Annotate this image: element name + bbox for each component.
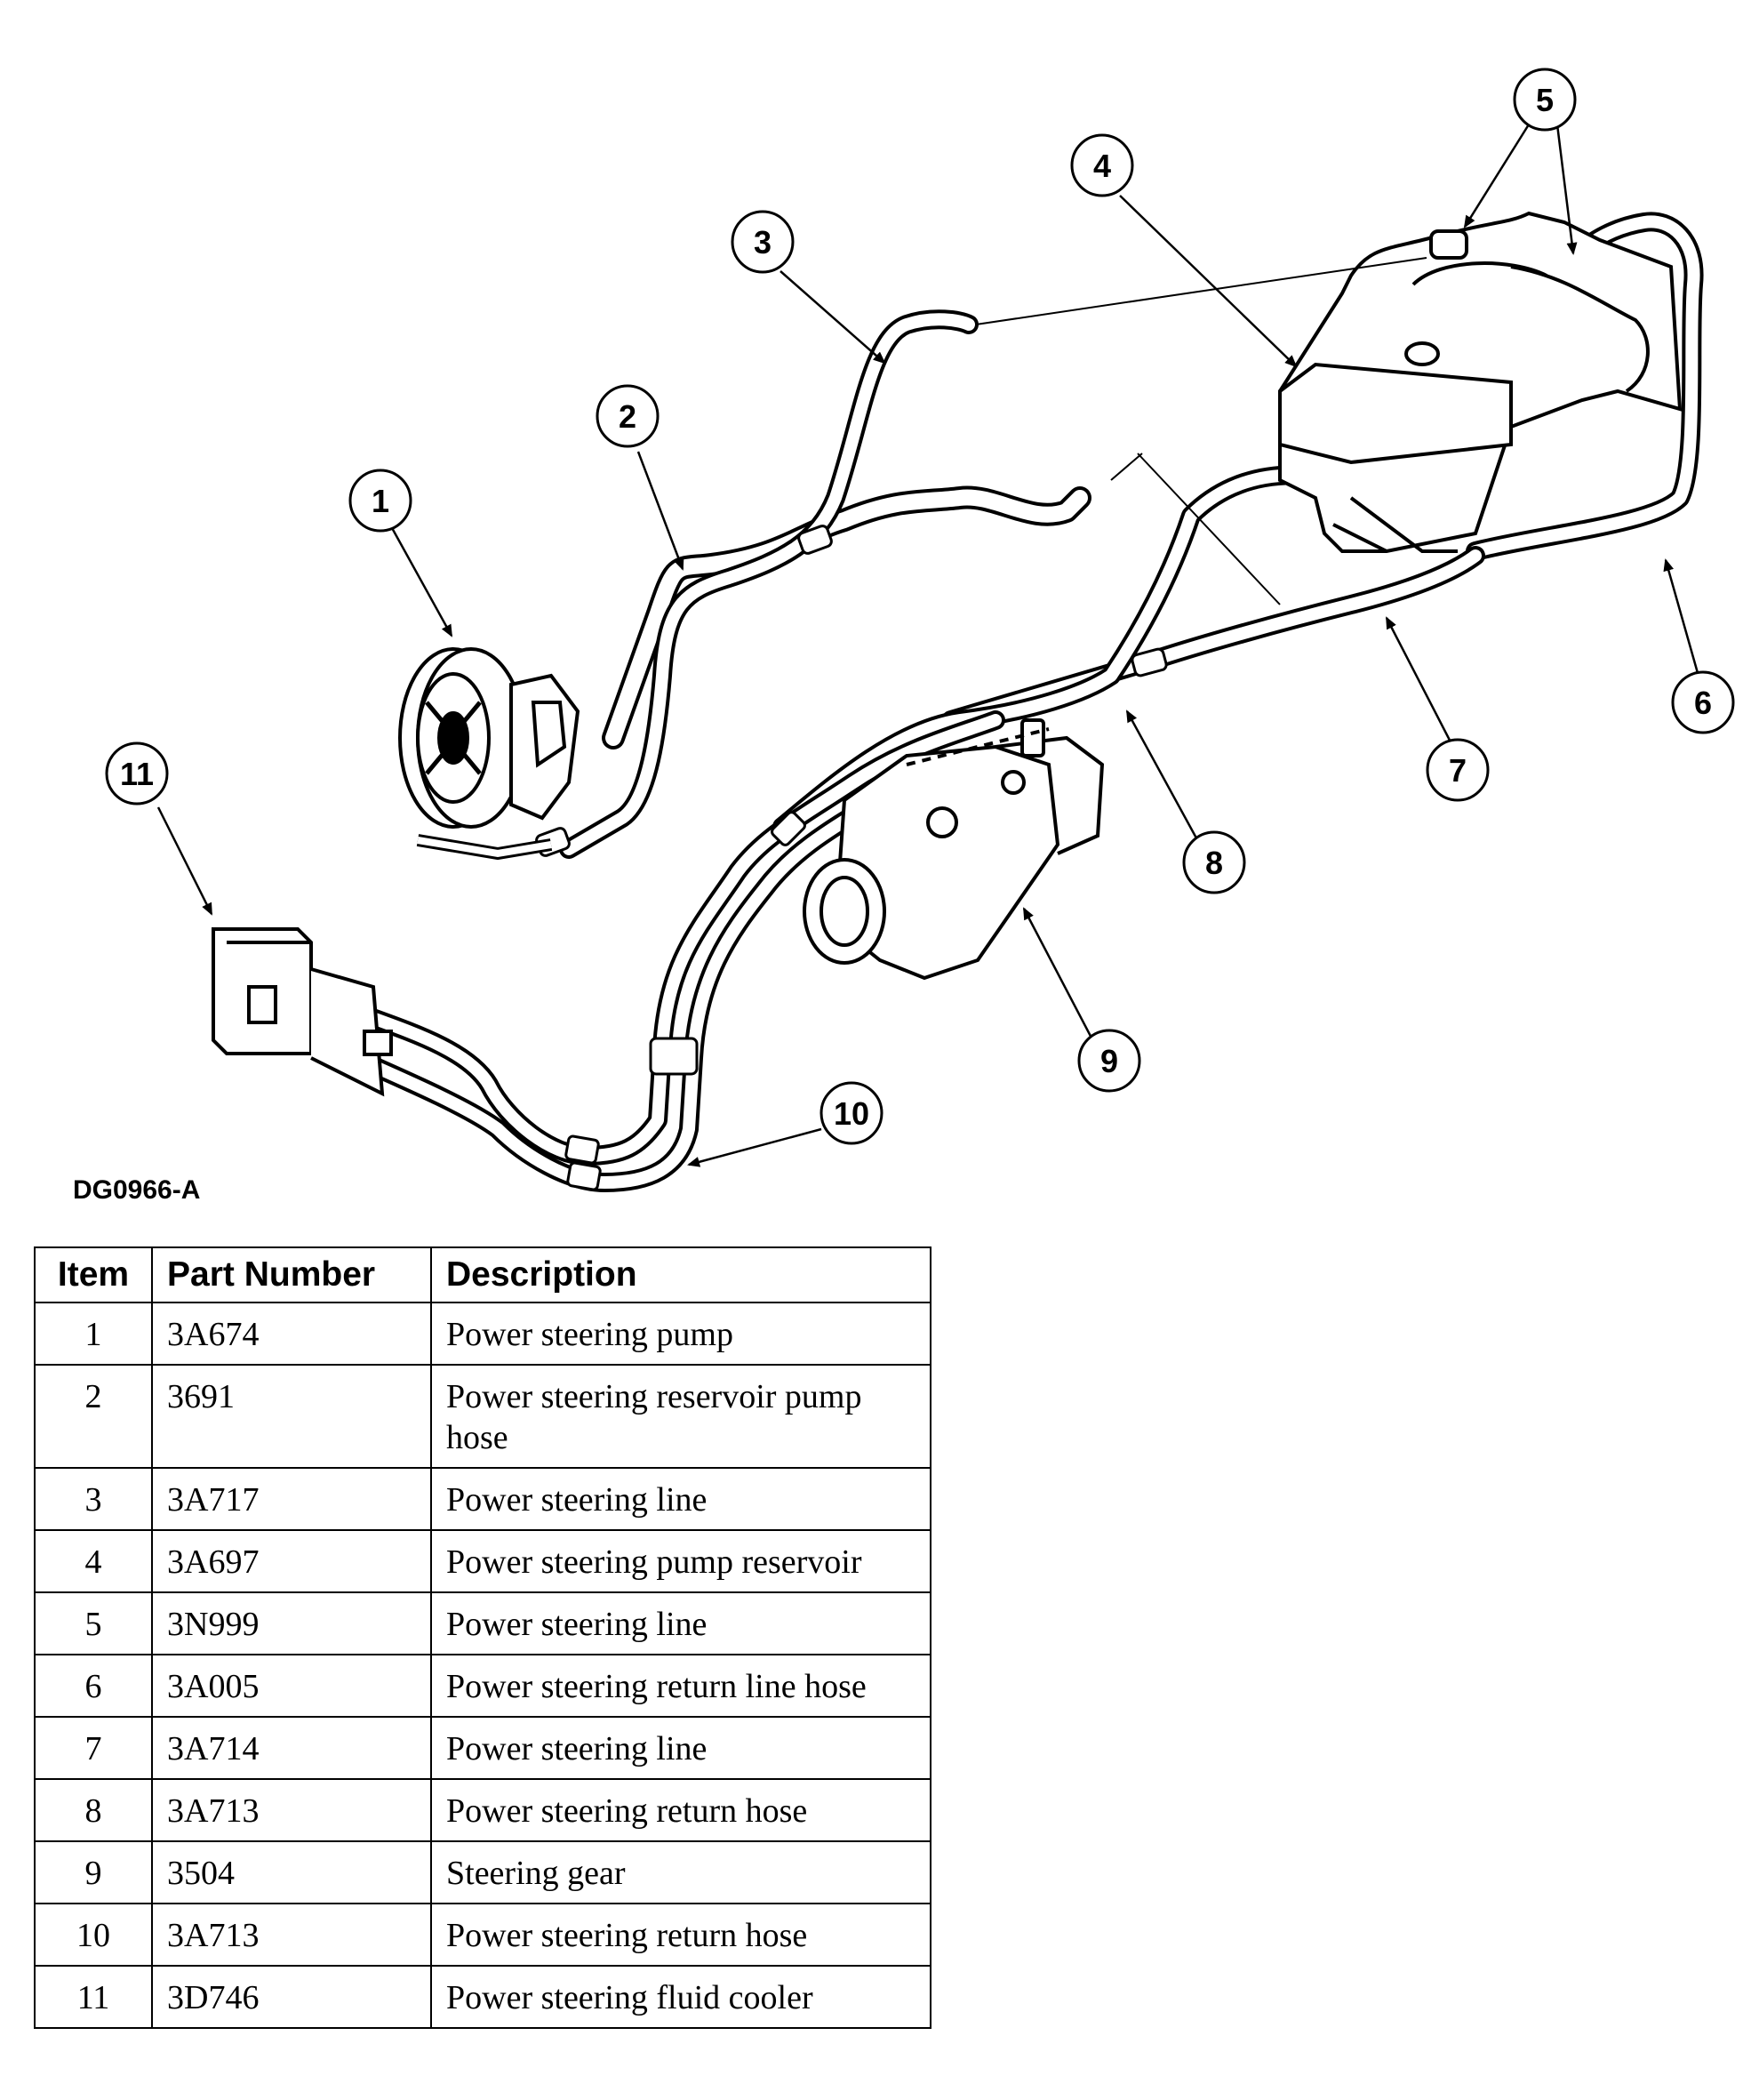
callout-3: 3 — [731, 210, 795, 274]
callout-4: 4 — [1070, 133, 1134, 197]
item-number: 1 — [34, 1302, 153, 1366]
part-number: 3A717 — [151, 1467, 432, 1531]
part-number: 3A713 — [151, 1903, 432, 1967]
callout-8-label: 8 — [1205, 845, 1223, 881]
table-row: 5 3N999 Power steering line — [34, 1591, 931, 1655]
callout-2-label: 2 — [619, 398, 636, 435]
table-row: 8 3A713 Power steering return hose — [34, 1778, 931, 1842]
callout-2: 2 — [596, 384, 660, 448]
part-description: Power steering pump reservoir — [430, 1529, 931, 1593]
item-number: 9 — [34, 1840, 153, 1904]
item-number: 10 — [34, 1903, 153, 1967]
item-number: 7 — [34, 1716, 153, 1780]
table-row: 3 3A717 Power steering line — [34, 1467, 931, 1531]
hose-pressure-line — [559, 309, 979, 859]
item-number: 8 — [34, 1778, 153, 1842]
item-number: 2 — [34, 1364, 153, 1469]
table-row: 9 3504 Steering gear — [34, 1840, 931, 1904]
table-row: 4 3A697 Power steering pump reservoir — [34, 1529, 931, 1593]
item-number: 11 — [34, 1965, 153, 2029]
table-row: 2 3691 Power steering reservoir pump hos… — [34, 1364, 931, 1469]
table-row: 10 3A713 Power steering return hose — [34, 1903, 931, 1967]
callout-11-label: 11 — [120, 756, 154, 792]
item-number: 3 — [34, 1467, 153, 1531]
callout-7: 7 — [1426, 738, 1490, 802]
callout-6-label: 6 — [1694, 685, 1712, 721]
parts-table: Item Part Number Description 1 3A674 Pow… — [34, 1246, 931, 2029]
power-steering-pump — [398, 647, 580, 861]
callout-9: 9 — [1077, 1029, 1141, 1093]
part-number: 3A713 — [151, 1778, 432, 1842]
part-number: 3D746 — [151, 1965, 432, 2029]
fluid-cooler — [212, 927, 393, 1097]
hose-line-gear-reservoir — [941, 546, 1485, 730]
hose-return-middle — [772, 465, 1316, 837]
part-number: 3A674 — [151, 1302, 432, 1366]
callout-4-label: 4 — [1093, 148, 1111, 184]
item-number: 6 — [34, 1654, 153, 1718]
part-number: 3N999 — [151, 1591, 432, 1655]
table-header-row: Item Part Number Description — [34, 1246, 931, 1303]
part-description: Power steering line — [430, 1591, 931, 1655]
table-row: 6 3A005 Power steering return line hose — [34, 1654, 931, 1718]
callout-6: 6 — [1671, 670, 1735, 734]
pump-reservoir-assembly — [1278, 211, 1683, 553]
callout-1-label: 1 — [372, 483, 389, 519]
part-description: Power steering line — [430, 1467, 931, 1531]
figure-id: DG0966-A — [73, 1175, 201, 1205]
hose-cooler-lines — [306, 710, 1005, 1192]
column-header-description: Description — [430, 1246, 931, 1303]
callout-7-label: 7 — [1449, 752, 1467, 789]
callout-1: 1 — [348, 469, 412, 533]
callout-leaders — [156, 124, 1699, 1167]
callout-5-label: 5 — [1536, 82, 1554, 118]
power-steering-diagram: 1 2 3 4 5 6 7 8 9 10 11 — [105, 68, 1735, 1192]
table-row: 1 3A674 Power steering pump — [34, 1302, 931, 1366]
part-description: Power steering pump — [430, 1302, 931, 1366]
part-number: 3A714 — [151, 1716, 432, 1780]
callout-10-label: 10 — [834, 1095, 869, 1132]
part-number: 3691 — [151, 1364, 432, 1469]
part-number: 3A697 — [151, 1529, 432, 1593]
callout-3-label: 3 — [754, 224, 772, 260]
part-description: Steering gear — [430, 1840, 931, 1904]
part-description: Power steering return hose — [430, 1778, 931, 1842]
callout-8: 8 — [1182, 830, 1246, 894]
table-row: 11 3D746 Power steering fluid cooler — [34, 1965, 931, 2029]
callout-5: 5 — [1513, 68, 1577, 132]
callout-9-label: 9 — [1100, 1043, 1118, 1079]
table-row: 7 3A714 Power steering line — [34, 1716, 931, 1780]
item-number: 4 — [34, 1529, 153, 1593]
part-description: Power steering line — [430, 1716, 931, 1780]
item-number: 5 — [34, 1591, 153, 1655]
part-description: Power steering reservoir pump hose — [430, 1364, 931, 1469]
part-description: Power steering fluid cooler — [430, 1965, 931, 2029]
part-description: Power steering return hose — [430, 1903, 931, 1967]
hose-reservoir-pump — [602, 485, 1091, 749]
column-header-item: Item — [34, 1246, 153, 1303]
part-number: 3504 — [151, 1840, 432, 1904]
hose-return-line-right — [1466, 212, 1704, 561]
column-header-part-number: Part Number — [151, 1246, 432, 1303]
part-number: 3A005 — [151, 1654, 432, 1718]
callout-11: 11 — [105, 741, 169, 806]
part-description: Power steering return line hose — [430, 1654, 931, 1718]
callout-10: 10 — [820, 1081, 883, 1145]
hose-lines — [306, 212, 1704, 1192]
steering-gear — [803, 718, 1105, 981]
